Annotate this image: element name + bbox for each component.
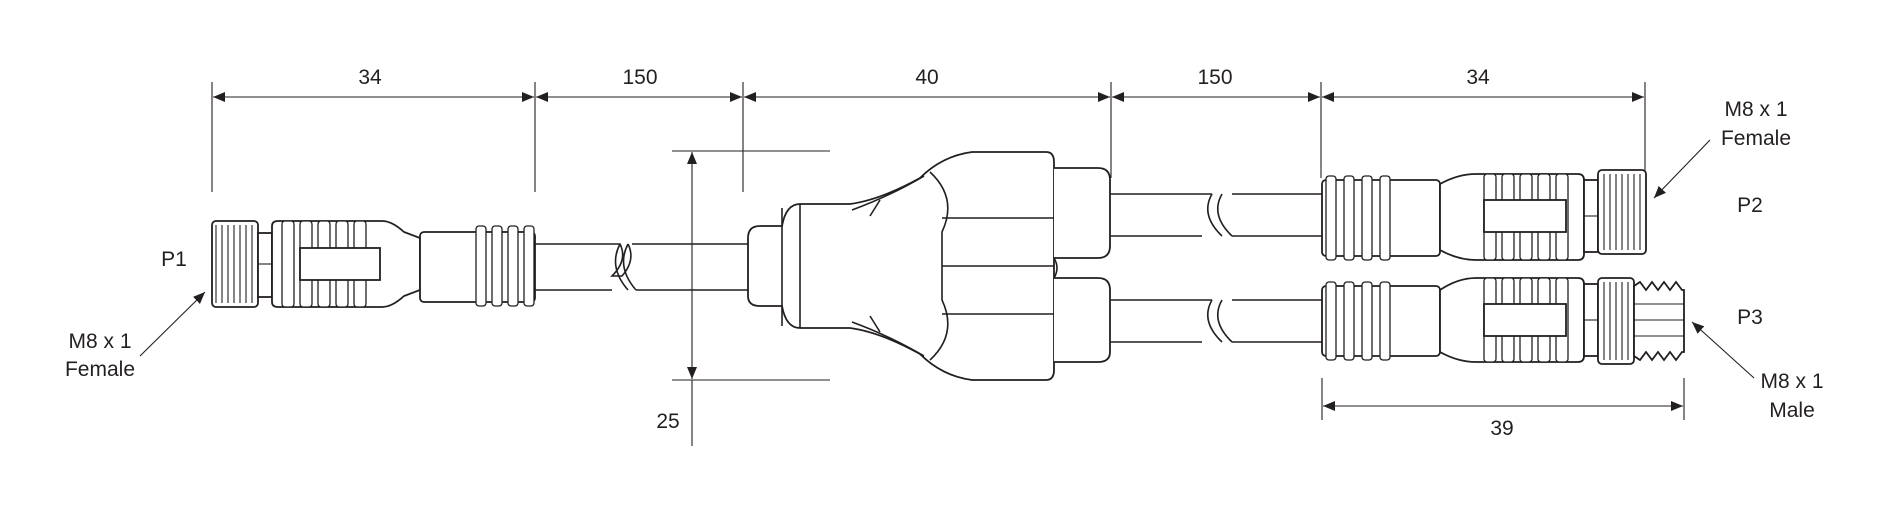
y-splitter-body — [747, 151, 1111, 381]
cable-upper-right — [1110, 193, 1322, 237]
dim-39-length — [1321, 378, 1685, 420]
p2-label: P2 — [1737, 194, 1763, 217]
dim-150-right-label: 150 — [1197, 66, 1232, 89]
p1-callout-arrow — [139, 291, 206, 357]
p1-connector — [211, 220, 536, 308]
dim-25-label: 25 — [656, 410, 679, 433]
p3-callout-arrow — [1691, 321, 1755, 379]
dim-40-label: 40 — [915, 66, 938, 89]
dim-39-label: 39 — [1490, 417, 1513, 440]
p3-gender: Male — [1769, 399, 1815, 422]
cable-lower-right — [1110, 299, 1322, 343]
dim-34-right-label: 34 — [1466, 66, 1490, 89]
cable-left — [535, 243, 748, 291]
p3-spec: M8 x 1 — [1760, 370, 1823, 393]
dim-34-left-label: 34 — [358, 66, 382, 89]
p2-callout-arrow — [1653, 139, 1711, 199]
p3-thread — [1633, 280, 1685, 362]
p2-spec: M8 x 1 — [1724, 98, 1787, 121]
p3-label: P3 — [1737, 306, 1763, 329]
p1-gender: Female — [65, 358, 135, 381]
p1-label: P1 — [161, 248, 187, 271]
p3-connector — [1321, 277, 1685, 365]
p1-spec: M8 x 1 — [68, 330, 131, 353]
p3-knurl — [1603, 282, 1629, 360]
p1-knurl — [215, 225, 253, 303]
dim-25-height — [672, 150, 830, 446]
extension-lines — [211, 82, 1646, 192]
p2-knurl — [1603, 174, 1641, 250]
p2-connector — [1321, 169, 1647, 261]
dim-150-left-label: 150 — [622, 66, 657, 89]
p2-gender: Female — [1721, 127, 1791, 150]
